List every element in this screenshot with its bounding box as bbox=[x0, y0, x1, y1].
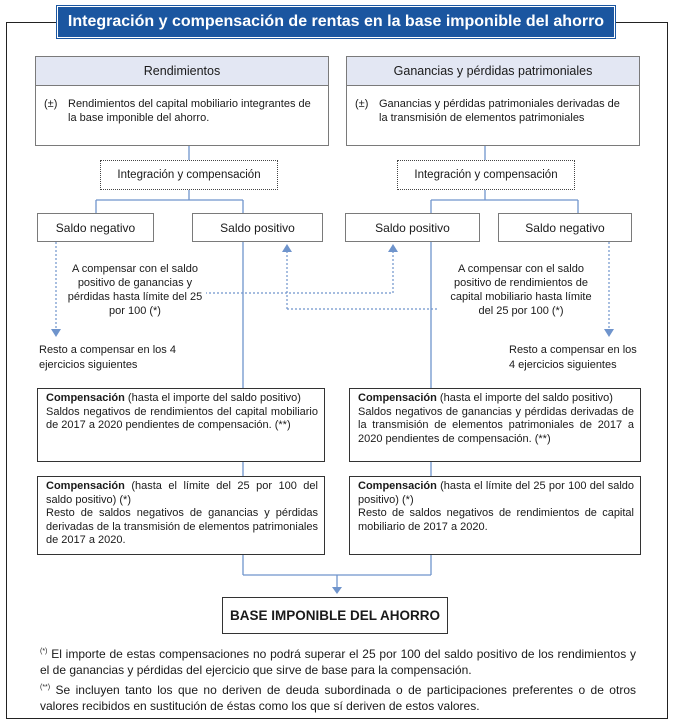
compensation-body: Resto de saldos negativos de ganancias y… bbox=[46, 507, 318, 546]
description-text: Rendimientos del capital mobiliario inte… bbox=[68, 98, 311, 124]
footnote-mark: (*) bbox=[40, 648, 48, 655]
saldo-negativo-right: Saldo negativo bbox=[498, 213, 632, 242]
sign-label: (±) bbox=[355, 98, 369, 110]
compensation-title: Compensación bbox=[46, 392, 125, 404]
description-text: Ganancias y pérdidas patrimoniales deriv… bbox=[379, 98, 620, 124]
compensation-title: Compensación bbox=[46, 480, 125, 492]
rendimientos-description: (±) Rendimientos del capital mobiliario … bbox=[35, 86, 329, 146]
compensation-box-right-1: Compensación (hasta el importe del saldo… bbox=[349, 388, 641, 462]
compensation-body: Saldos negativos de ganancias y pérdidas… bbox=[358, 405, 634, 445]
compensation-box-left-1: Compensación (hasta el importe del saldo… bbox=[37, 388, 325, 462]
compensation-condition: (hasta el importe del saldo positivo) bbox=[436, 392, 613, 404]
compensation-box-right-2: Compensación (hasta el límite del 25 por… bbox=[349, 476, 641, 555]
footnote-2: (**) Se incluyen tanto los que no derive… bbox=[40, 680, 636, 714]
note-right: A compensar con el saldo positivo de ren… bbox=[448, 262, 594, 318]
compensation-title: Compensación bbox=[358, 480, 437, 492]
compensation-body: Saldos negativos de rendimientos del cap… bbox=[46, 405, 318, 432]
note-left: A compensar con el saldo positivo de gan… bbox=[64, 262, 206, 318]
compensation-box-left-2: Compensación (hasta el límite del 25 por… bbox=[37, 476, 325, 555]
footnote-mark: (**) bbox=[40, 684, 51, 691]
diagram-title: Integración y compensación de rentas en … bbox=[57, 6, 615, 38]
footnote-text: El importe de estas compensaciones no po… bbox=[40, 647, 636, 677]
saldo-positivo-left: Saldo positivo bbox=[192, 213, 323, 242]
rest-right: Resto a compensar en los 4 ejercicios si… bbox=[509, 344, 637, 371]
footnote-text: Se incluyen tanto los que no deriven de … bbox=[40, 683, 636, 713]
compensation-condition: (hasta el límite del 25 por 100 del sald… bbox=[46, 480, 318, 506]
saldo-positivo-right: Saldo positivo bbox=[345, 213, 480, 242]
sign-label: (±) bbox=[44, 98, 58, 110]
saldo-negativo-left: Saldo negativo bbox=[37, 213, 154, 242]
compensation-condition: (hasta el importe del saldo positivo) bbox=[124, 392, 301, 404]
compensation-body: Resto de saldos negativos de rendimiento… bbox=[358, 507, 634, 533]
base-imponible-box: BASE IMPONIBLE DEL AHORRO bbox=[222, 597, 448, 634]
ganancias-header: Ganancias y pérdidas patrimoniales bbox=[346, 56, 640, 86]
footnote-1: (*) El importe de estas compensaciones n… bbox=[40, 644, 636, 678]
integration-box-left: Integración y compensación bbox=[100, 160, 278, 190]
ganancias-description: (±) Ganancias y pérdidas patrimoniales d… bbox=[346, 86, 640, 146]
rest-left: Resto a compensar en los 4 ejercicios si… bbox=[39, 344, 176, 371]
rendimientos-header: Rendimientos bbox=[35, 56, 329, 86]
compensation-condition: (hasta el límite del 25 por 100 del sald… bbox=[358, 480, 634, 506]
integration-box-right: Integración y compensación bbox=[397, 160, 575, 190]
compensation-title: Compensación bbox=[358, 392, 437, 404]
